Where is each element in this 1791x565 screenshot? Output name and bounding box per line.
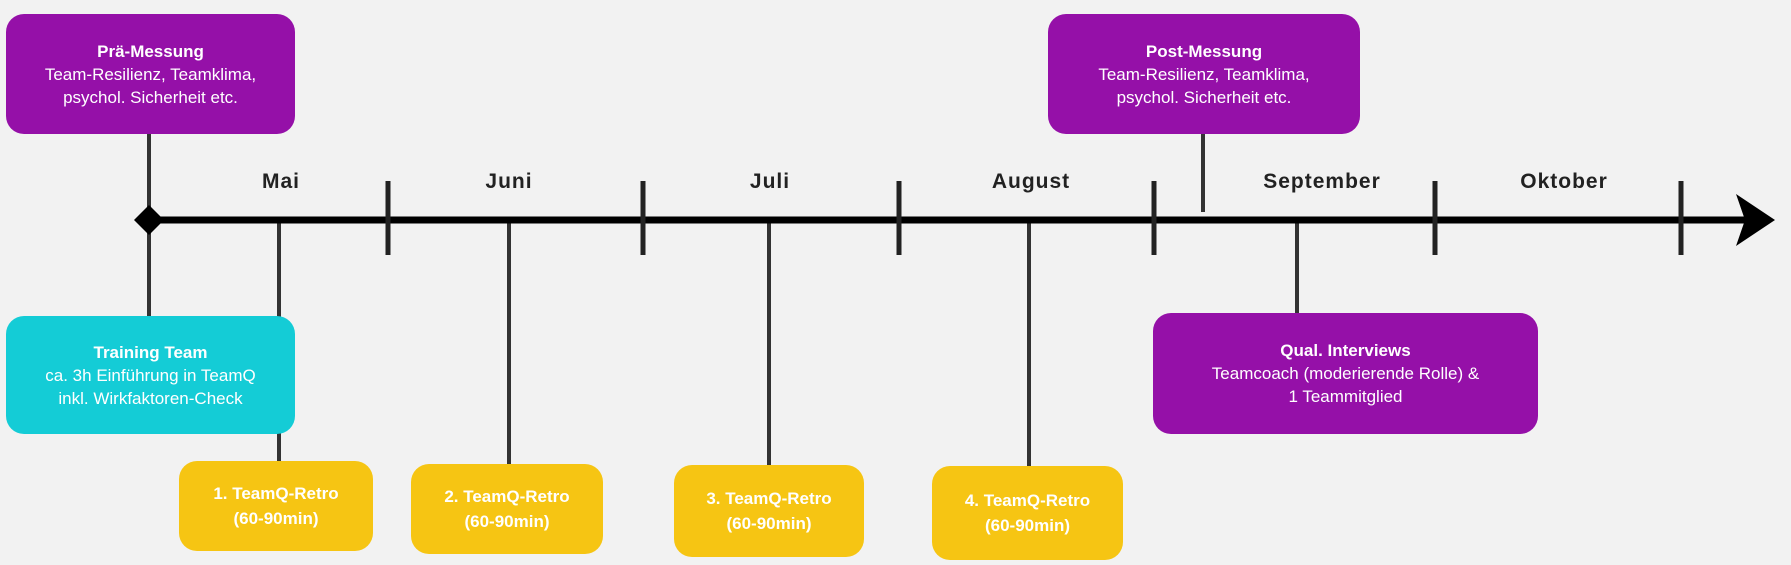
month-label-oktober: Oktober — [1520, 170, 1608, 193]
retro-duration: (60-90min) — [464, 512, 550, 531]
training-title: Training Team — [93, 342, 208, 362]
post-measurement-box: Post-Messung Team-Resilienz, Teamklima, … — [1048, 14, 1360, 134]
month-label-juli: Juli — [749, 170, 791, 193]
post-measurement-line1: Team-Resilienz, Teamklima, — [1098, 64, 1310, 84]
post-measurement-line2: psychol. Sicherheit etc. — [1116, 87, 1292, 107]
retro-duration: (60-90min) — [984, 516, 1071, 535]
interviews-line2: 1 Teammitglied — [1288, 387, 1403, 406]
retro-box-4: 4. TeamQ-Retro (60-90min) — [932, 466, 1123, 560]
pre-measurement-title: Prä-Messung — [97, 41, 204, 61]
training-line2: inkl. Wirkfaktoren-Check — [58, 388, 243, 408]
post-measurement-title: Post-Messung — [1145, 41, 1263, 61]
month-label-september: September — [1263, 170, 1381, 193]
retro-duration: (60-90min) — [726, 514, 812, 533]
interviews-title: Qual. Interviews — [1280, 341, 1411, 360]
month-label-mai: Mai — [261, 170, 301, 193]
retro-title: 4. TeamQ-Retro — [964, 491, 1091, 510]
interviews-box: Qual. Interviews Teamcoach (moderierende… — [1153, 313, 1538, 434]
start-diamond-icon — [134, 205, 164, 235]
retro-duration: (60-90min) — [233, 509, 319, 528]
training-line1: ca. 3h Einführung in TeamQ — [45, 365, 256, 385]
retro-box-1: 1. TeamQ-Retro (60-90min) — [179, 461, 373, 551]
retro-title: 3. TeamQ-Retro — [706, 489, 832, 508]
retro-box-2: 2. TeamQ-Retro (60-90min) — [411, 464, 603, 554]
retro-box-3: 3. TeamQ-Retro (60-90min) — [674, 465, 864, 557]
pre-measurement-box: Prä-Messung Team-Resilienz, Teamklima, p… — [6, 14, 295, 134]
pre-measurement-line2: psychol. Sicherheit etc. — [63, 87, 238, 107]
month-label-juni: Juni — [485, 170, 533, 193]
interviews-line1: Teamcoach (moderierende Rolle) & — [1211, 364, 1480, 383]
arrow-head-icon — [1736, 194, 1775, 246]
retro-title: 1. TeamQ-Retro — [213, 484, 339, 503]
month-label-august: August — [991, 170, 1071, 193]
retro-title: 2. TeamQ-Retro — [444, 487, 570, 506]
training-box: Training Team ca. 3h Einführung in TeamQ… — [6, 316, 295, 434]
pre-measurement-line1: Team-Resilienz, Teamklima, — [44, 64, 257, 84]
